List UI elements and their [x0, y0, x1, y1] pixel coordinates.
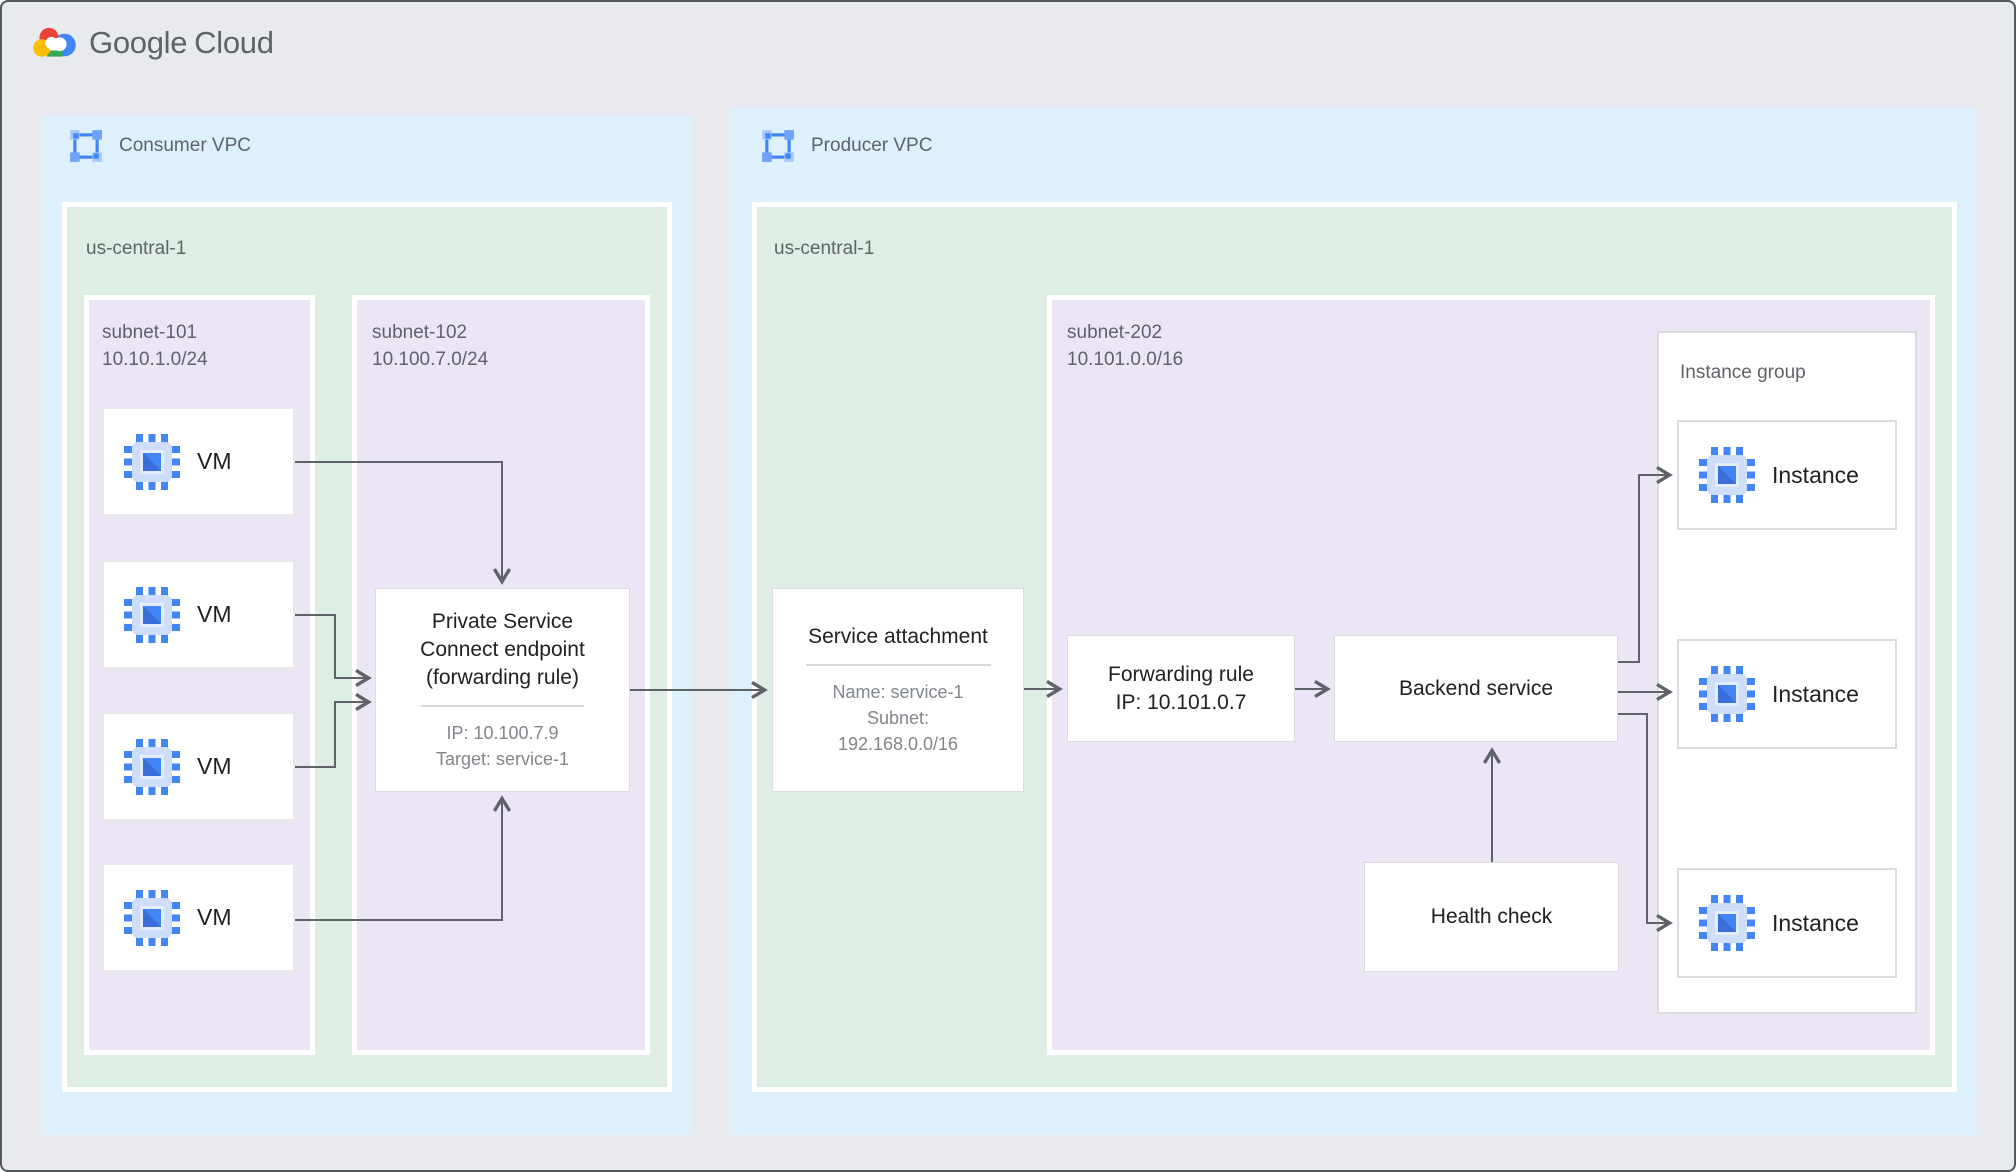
compute-engine-icon — [1699, 447, 1755, 503]
instance-label: Instance — [1772, 461, 1859, 488]
compute-engine-icon — [124, 738, 180, 795]
subnet-202-cidr: 10.101.0.0/16 — [1067, 348, 1184, 370]
vm-card: VM — [102, 712, 295, 821]
psc-endpoint-target: Target: service-1 — [435, 748, 570, 769]
consumer-vpc-label: Consumer VPC — [119, 135, 251, 156]
subnet-102-name: subnet-102 — [372, 322, 468, 343]
google-cloud-icon — [33, 27, 76, 57]
divider — [805, 663, 991, 666]
consumer-vpc-header: Consumer VPC — [68, 128, 251, 164]
subnet-101-name: subnet-101 — [102, 322, 198, 343]
service-attachment-subnet-cidr: 192.168.0.0/16 — [837, 734, 959, 754]
compute-engine-icon — [1699, 895, 1755, 951]
service-attachment-node: Service attachment Name: service-1 Subne… — [772, 588, 1024, 792]
service-attachment-subnet-label: Subnet: — [866, 707, 930, 728]
subnet-101-label: subnet-101 10.10.1.0/24 — [102, 320, 208, 373]
vm-card: VM — [102, 560, 295, 669]
producer-vpc-header: Producer VPC — [760, 128, 932, 164]
producer-vpc-label: Producer VPC — [811, 135, 933, 156]
subnet-102-cidr: 10.100.7.0/24 — [372, 348, 489, 370]
vm-label: VM — [197, 601, 232, 627]
backend-service-title: Backend service — [1398, 676, 1554, 700]
service-attachment-title: Service attachment — [808, 624, 988, 648]
compute-engine-icon — [124, 889, 180, 946]
compute-engine-icon — [124, 433, 180, 490]
psc-endpoint-ip: IP: 10.100.7.9 — [446, 722, 559, 743]
vm-label: VM — [197, 904, 232, 930]
forwarding-rule-node: Forwarding rule IP: 10.101.0.7 — [1067, 635, 1295, 742]
psc-endpoint-title: Private Service Connect endpoint (forwar… — [420, 610, 585, 689]
brand-cloud: Cloud — [194, 25, 274, 60]
psc-endpoint-node: Private Service Connect endpoint (forwar… — [375, 588, 630, 792]
instance-label: Instance — [1772, 909, 1859, 936]
backend-service-node: Backend service — [1334, 635, 1618, 742]
forwarding-rule-title: Forwarding rule — [1108, 662, 1254, 686]
forwarding-rule-ip: IP: 10.101.0.7 — [1115, 690, 1247, 714]
vm-label: VM — [197, 448, 232, 474]
subnet-102-label: subnet-102 10.100.7.0/24 — [372, 320, 488, 373]
instance-group-label: Instance group — [1680, 362, 1806, 383]
health-check-node: Health check — [1364, 862, 1619, 972]
instance-card: Instance — [1677, 868, 1897, 978]
vm-card: VM — [102, 407, 295, 516]
consumer-region-label: us-central-1 — [86, 238, 187, 259]
vm-label: VM — [197, 753, 232, 779]
compute-engine-icon — [124, 586, 180, 643]
brand-google: Google — [89, 25, 188, 60]
subnet-202-name: subnet-202 — [1067, 322, 1163, 343]
instance-card: Instance — [1677, 639, 1897, 749]
divider — [421, 704, 584, 707]
vm-card: VM — [102, 863, 295, 972]
service-attachment-name: Name: service-1 — [832, 681, 964, 702]
instance-card: Instance — [1677, 420, 1897, 530]
instance-label: Instance — [1772, 680, 1859, 707]
vpc-icon — [762, 130, 794, 162]
compute-engine-icon — [1699, 666, 1755, 722]
vpc-icon — [70, 130, 102, 162]
producer-region-label: us-central-1 — [774, 238, 875, 259]
health-check-title: Health check — [1430, 905, 1553, 929]
subnet-202-label: subnet-202 10.101.0.0/16 — [1067, 320, 1183, 373]
subnet-101-cidr: 10.10.1.0/24 — [102, 348, 208, 370]
